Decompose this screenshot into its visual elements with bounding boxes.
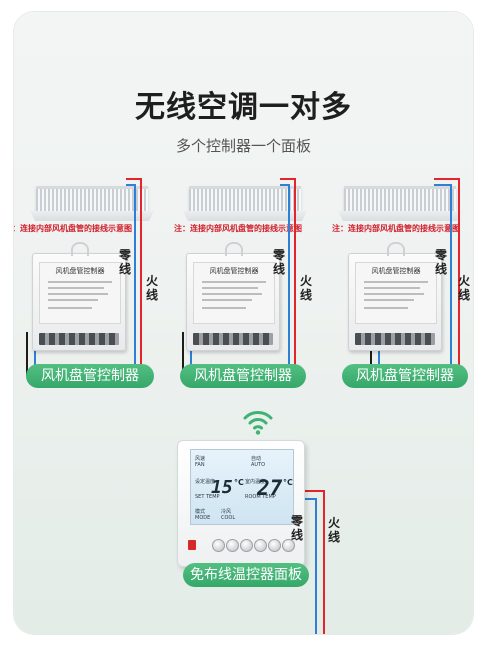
power-button[interactable] [188,540,196,550]
thermostat-button-6[interactable] [282,539,295,552]
terminal-block [193,333,273,345]
controller-label-panel: 风机盘管控制器 [355,262,437,324]
neutral-wire-1-top [126,184,136,186]
mode2-label-en: MODE [195,515,211,521]
controller-name: 风机盘管控制器 [55,267,105,275]
room-temp-label-en: ROOM TEMP [245,494,276,500]
set-temp-label-cn: 设定温度 [195,479,216,485]
thermostat-neutral-label: 零线 [290,514,303,542]
controller-hook [387,242,405,256]
live-wire-label-3: 火线 [457,274,470,302]
neutral-wire-label-3: 零线 [434,248,447,276]
page-subtitle: 多个控制器一个面板 [175,137,311,155]
fan-coil-vent-1 [36,186,148,211]
controller-label-3: 风机盘管控制器 [342,364,468,388]
thermostat-neutral-wire [303,498,317,500]
wiring-note-2: 注：连接内部风机盘管的接线示意图 [174,224,302,233]
fan-coil-vent-2 [189,186,301,211]
fan-label-cn: 风速 [195,456,206,462]
thermostat-panel-label: 免布线温控器面板 [183,563,309,587]
load-wire-2-left [182,332,184,376]
thermostat-button-2[interactable] [226,539,239,552]
live-wire-3 [458,178,460,376]
page-title: 无线空调一对多 [135,90,352,125]
terminal-block [355,333,435,345]
blue-wire-1-left [34,332,36,370]
thermostat-button-3[interactable] [240,539,253,552]
room-temp-label-cn: 室内温度 [245,479,266,485]
live-wire-1-top [126,178,142,180]
cool-label-cn: 冷风 [221,509,232,515]
thermostat-button-1[interactable] [212,539,225,552]
set-temp-unit: °C [234,478,244,487]
thermostat-panel: 风速 FAN 自动 AUTO 设定温度 SET TEMP 15 °C 室内温度 … [177,440,305,567]
thermostat-buttons [188,537,295,553]
live-wire-label-1: 火线 [145,274,158,302]
controller-label-panel: 风机盘管控制器 [193,262,275,324]
thermostat-screen: 风速 FAN 自动 AUTO 设定温度 SET TEMP 15 °C 室内温度 … [190,449,294,525]
controller-label-panel: 风机盘管控制器 [39,262,121,324]
neutral-wire-label-2: 零线 [272,248,285,276]
controller-hook [71,242,89,256]
thermostat-button-4[interactable] [254,539,267,552]
controller-name: 风机盘管控制器 [371,267,421,275]
thermostat-button-5[interactable] [268,539,281,552]
fan-label-en: FAN [195,462,205,468]
neutral-wire-3 [450,184,452,370]
diagram-card: 无线空调一对多 多个控制器一个面板 注：连接内部风机盘管的接线示意图 风机盘管控… [14,12,473,634]
mode-label-en: AUTO [251,462,266,468]
thermostat-live-label: 火线 [327,516,340,544]
live-wire-2 [294,178,296,376]
live-wire-1 [140,178,142,376]
neutral-wire-label-1: 零线 [118,248,131,276]
mode2-label-cn: 模式 [195,509,206,515]
cool-label-en: COOL [221,515,236,521]
controller-label-2: 风机盘管控制器 [180,364,306,388]
controller-hook [225,242,243,256]
wifi-icon [243,411,273,435]
neutral-wire-1 [134,184,136,370]
fan-coil-vent-3 [344,186,456,211]
room-temp-unit: °C [283,478,293,487]
controller-label-1: 风机盘管控制器 [26,364,154,388]
controller-name: 风机盘管控制器 [209,267,259,275]
set-temp-value: 15 [211,477,233,498]
set-temp-label-en: SET TEMP [195,494,220,500]
wiring-note-3: 注：连接内部风机盘管的接线示意图 [332,224,460,233]
live-wire-label-2: 火线 [299,274,312,302]
neutral-wire-2 [288,184,290,370]
load-wire-3-left [370,332,372,376]
terminal-block [39,333,119,345]
wiring-note-1: 注：连接内部风机盘管的接线示意图 [14,224,132,233]
load-wire-1-left [26,332,28,376]
fan-coil-controller-3: 风机盘管控制器 [348,242,442,351]
mode-label-cn: 自动 [251,456,262,462]
room-temp-value: 27 [257,476,283,500]
thermostat-live-wire [303,490,325,492]
fan-coil-controller-2: 风机盘管控制器 [186,242,280,351]
fan-coil-controller-1: 风机盘管控制器 [32,242,126,351]
